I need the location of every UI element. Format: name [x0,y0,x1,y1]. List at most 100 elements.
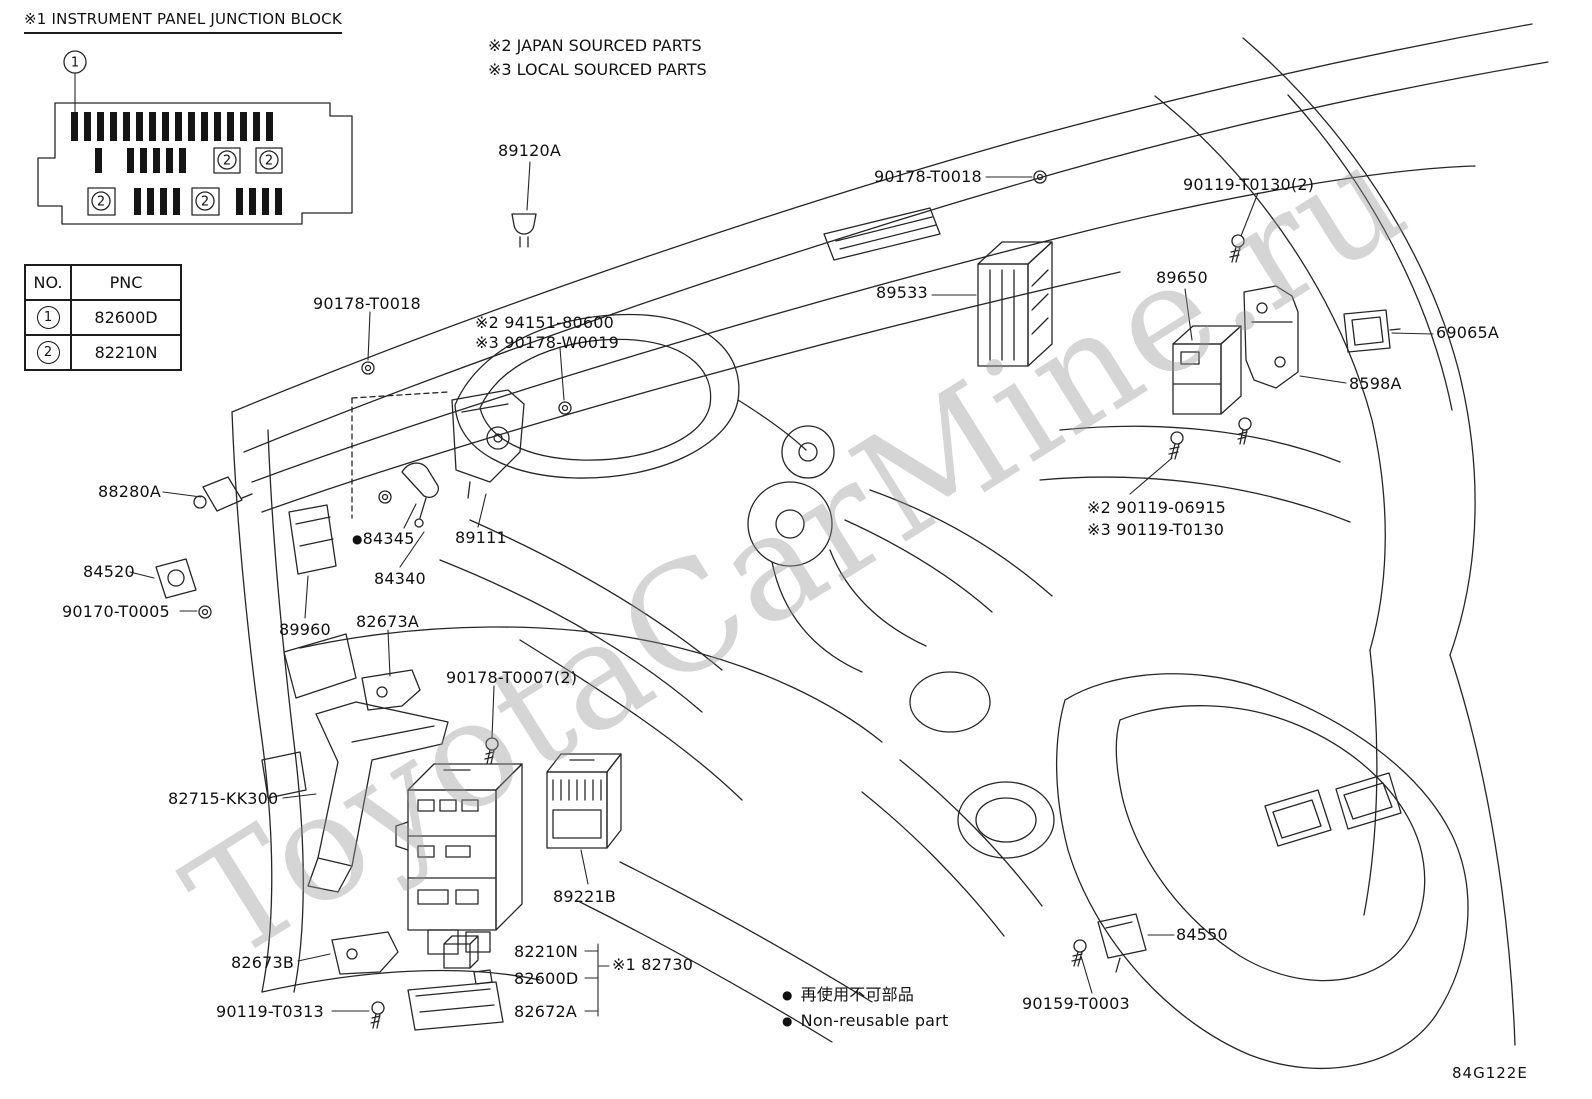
part-label: 90159-T0003 [1022,995,1130,1013]
part-label: 89221B [553,888,616,906]
part-label: 82672A [514,1003,577,1021]
part-number-text: 84340 [374,569,426,588]
center-console-drawing [1055,673,1469,1070]
pnc-value: 82600D [70,299,182,336]
part-number-text: ※2 94151-80600 [475,313,615,332]
part-label: 82715-KK300 [168,790,278,808]
part-82600-drawing [473,969,493,985]
switch-84345-drawing [401,462,439,528]
part-number-text: 84520 [83,562,135,581]
center-vents-drawing [823,207,941,261]
part-number-text: 89650 [1156,268,1208,287]
dash-contour-lines [299,425,1351,1043]
part-number-text: 再使用不可部品 [800,985,915,1004]
part-label: 90178-T0018 [313,295,421,313]
part-label: 90119-T0313 [216,1003,324,1021]
part-label: 69065A [1436,324,1499,342]
bracket-82673A-drawing [361,669,421,711]
part-label: 90170-T0005 [62,603,170,621]
clip-89120-drawing [511,213,537,248]
note-junction-block: ※1 INSTRUMENT PANEL JUNCTION BLOCK [24,10,342,34]
part-84520-drawing [155,558,197,599]
relay-69065-drawing [1343,309,1401,353]
part-number-text: 90170-T0005 [62,602,170,621]
non-reusable-dot-icon: ● [782,1014,793,1028]
part-number-text: 89120A [498,141,562,160]
part-number-text: 82673A [356,612,420,631]
sensor-89111-drawing [451,389,525,499]
pnc-legend-table: NO. PNC 1 82600D 2 82210N [24,264,182,371]
part-number-text: 90178-T0007(2) [446,668,578,687]
part-number-text: 69065A [1436,323,1500,342]
part-number-text: 89221B [553,887,617,906]
ecu-89533-drawing [977,241,1053,367]
part-number-text: 90119-T0130(2) [1183,175,1315,194]
relay-89650-drawing [1172,325,1242,415]
part-number-text: 84345 [362,529,415,548]
part-number-text: 90178-T0018 [313,294,421,313]
legend-header-pnc: PNC [70,264,182,301]
non-reusable-dot-icon: ● [352,532,363,546]
switch-84550-drawing [1097,913,1147,973]
part-number-text: ※1 82730 [612,955,694,974]
tray-82672-drawing [407,981,504,1031]
part-label: 89120A [498,142,561,160]
part-label: 84340 [374,570,426,588]
callout-2-marker: 2 [223,154,231,169]
part-label: 90119-T0130(2) [1183,176,1314,194]
part-number-text: 90159-T0003 [1022,994,1130,1013]
note-local-sourced: ※3 LOCAL SOURCED PARTS [488,60,707,79]
sensor-88280-drawing [193,476,253,512]
part-number-text: 89111 [455,528,507,547]
table-row: 1 82600D [24,299,182,336]
ecu-89960-drawing [288,504,337,575]
part-label: 90178-T0018 [874,168,982,186]
part-number-text: ※3 90119-T0130 [1087,520,1225,539]
part-label: ※3 90119-T0130 [1087,521,1224,539]
left-kick-panel-drawing [261,633,357,799]
callout-2-badge: 2 [36,341,60,364]
bracket-8598-drawing [1243,285,1299,389]
part-label: 88280A [98,483,161,501]
ecu-89221-drawing [546,753,622,849]
junction-block-82730-drawing [395,763,523,955]
part-number-text: 8598A [1349,374,1402,393]
callout-2-marker: 2 [265,154,273,169]
part-label: 90178-T0007(2) [446,669,577,687]
part-label: 82210N [514,943,578,961]
part-number-text: 82672A [514,1002,578,1021]
reference-dashed-lines [351,391,449,519]
table-row: 2 82210N [24,334,182,371]
part-label: 89111 [455,529,507,547]
part-number-text: 89533 [876,283,928,302]
note-japan-sourced: ※2 JAPAN SOURCED PARTS [488,36,702,55]
part-number-text: 89960 [279,620,331,639]
callout-1-marker: 1 [71,56,79,71]
part-label: 82673A [356,613,419,631]
part-label: ※2 94151-80600 [475,314,614,332]
part-label: ● Non-reusable part [782,1012,948,1030]
part-label: ●再使用不可部品 [782,986,914,1004]
part-label: ●84345 [352,530,415,548]
part-number-text: 82673B [231,953,295,972]
part-number-text: 82210N [514,942,579,961]
part-label: 82600D [514,970,578,988]
part-number-text: Non-reusable part [800,1011,949,1030]
part-label: ※1 82730 [612,956,693,974]
steering-column-drawing [747,425,927,673]
part-number-text: ※3 90178-W0019 [475,333,620,352]
relay-82210-drawing [443,935,479,969]
part-number-text: 82600D [514,969,579,988]
callout-2-marker: 2 [97,195,105,210]
dashboard-drawing [231,23,1549,1046]
pnc-value: 82210N [70,334,182,371]
part-label: 84550 [1176,926,1228,944]
part-label: 82673B [231,954,294,972]
part-label: ※3 90178-W0019 [475,334,619,352]
leader-lines [74,72,1434,1017]
callout-numbers: 1 2 2 2 2 [71,56,273,210]
legend-header-row: NO. PNC [24,264,182,301]
callout-2-marker: 2 [201,195,209,210]
junction-block-fuses [71,112,282,215]
